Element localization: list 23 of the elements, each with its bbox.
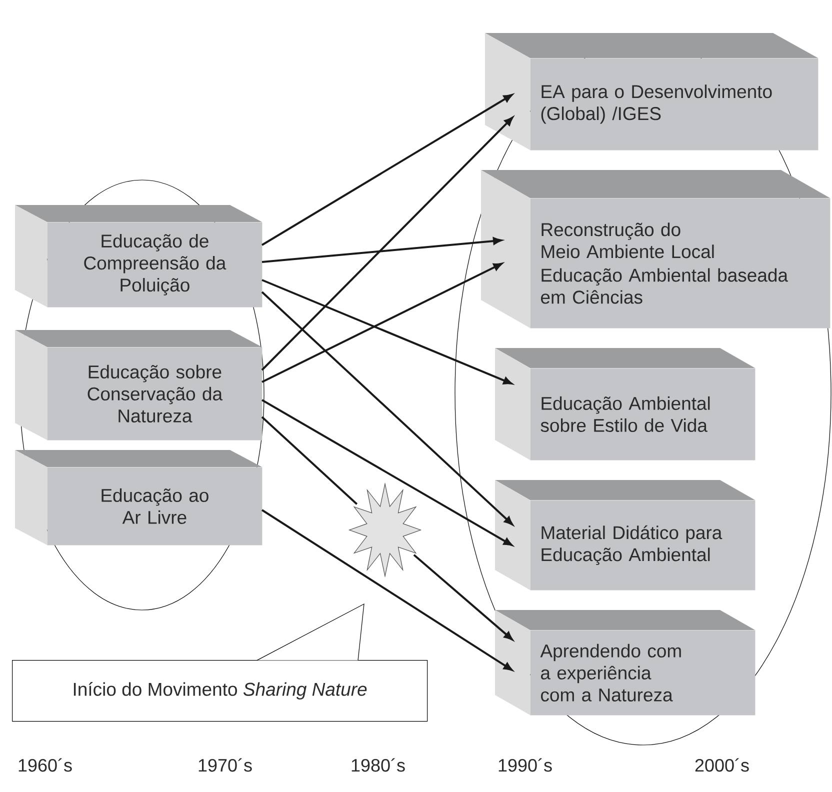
arrow bbox=[413, 554, 513, 640]
year-label: 1970´s bbox=[198, 758, 252, 772]
arrow bbox=[262, 262, 502, 383]
year-label: 1990´s bbox=[498, 758, 552, 772]
speech-bubble: Início do Movimento Sharing Nature bbox=[12, 603, 428, 722]
arrow bbox=[261, 94, 512, 246]
year-label: 1960´s bbox=[18, 758, 72, 772]
arrow bbox=[262, 237, 502, 263]
block-box: Material Didático para Educação Ambiental bbox=[495, 480, 756, 590]
arrow bbox=[261, 116, 514, 371]
year-label: 2000´s bbox=[695, 758, 749, 772]
block-box: EA para o Desenvolvimento (Global) /IGES bbox=[485, 33, 818, 150]
arrow bbox=[262, 279, 512, 384]
year-label: 1980´s bbox=[352, 758, 405, 772]
arrow bbox=[261, 291, 513, 526]
block-box: Educação de Compreensão da Poluição bbox=[15, 205, 262, 308]
block-box: Educação sobre Conservação da Natureza bbox=[15, 330, 262, 440]
block-box: Educação Ambiental sobre Estilo de Vida bbox=[495, 348, 756, 460]
block-box: Reconstrução do Meio Ambiente Local Educação Ambiental baseada em Ciências bbox=[481, 170, 830, 328]
arrow bbox=[261, 509, 513, 671]
block-box: Educação ao Ar Livre bbox=[15, 450, 262, 546]
arrow bbox=[262, 399, 512, 546]
block-box: Aprendendo com a experiência com a Natureza bbox=[495, 610, 756, 716]
